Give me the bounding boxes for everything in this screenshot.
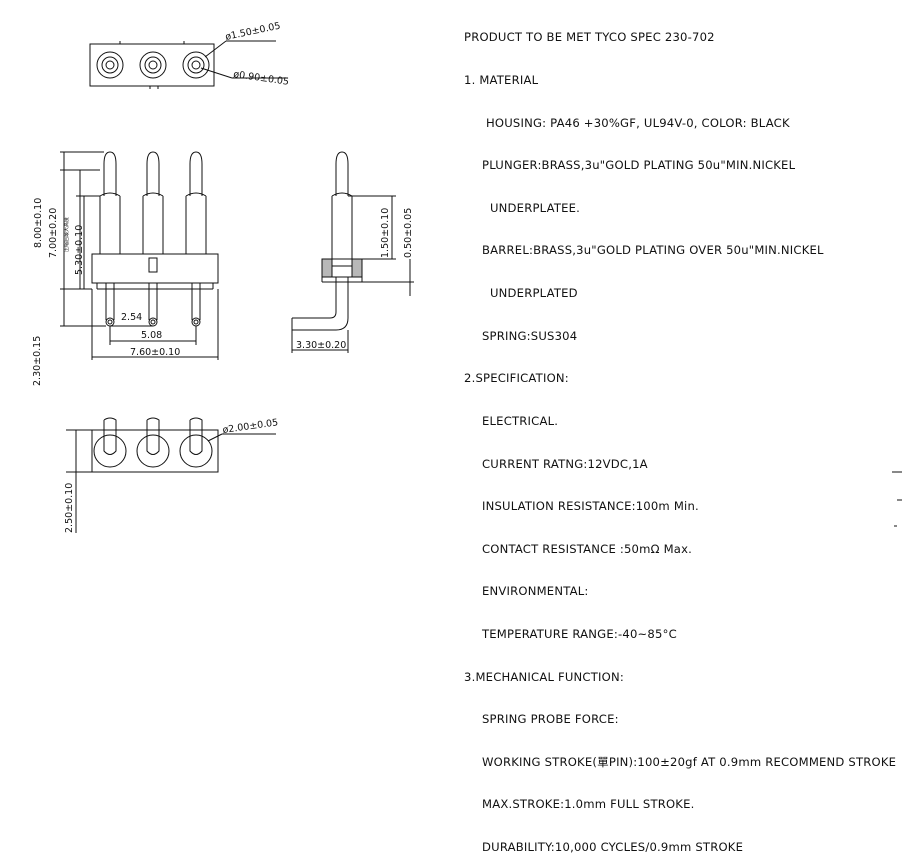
frame-marks bbox=[892, 471, 902, 527]
top-view-hole bbox=[182, 51, 210, 79]
spec-line: UNDERPLATEE. bbox=[490, 200, 581, 215]
spec-heading: 1. MATERIAL bbox=[464, 73, 539, 88]
engineering-drawing: ø1.50±0.05 ø0.90±0.05 bbox=[32, 21, 902, 533]
side-view: 1.50±0.10 0.50±0.05 3.30±0.20 bbox=[291, 151, 414, 353]
dim-bottom-height: 2.50±0.10 bbox=[64, 483, 75, 533]
spec-line: DURABILITY:10,000 CYCLES/0.9mm STROKE bbox=[482, 839, 744, 854]
dim-side-gap: 0.50±0.05 bbox=[403, 208, 414, 258]
dim-height-530: 5.30±0.10 bbox=[74, 225, 85, 275]
top-view: ø1.50±0.05 ø0.90±0.05 bbox=[89, 21, 290, 89]
spec-heading: 3.MECHANICAL FUNCTION: bbox=[464, 669, 624, 684]
spec-heading: 2.SPECIFICATION: bbox=[464, 371, 569, 386]
spec-line: ELECTRICAL. bbox=[482, 413, 559, 428]
front-view-housing bbox=[91, 253, 219, 284]
spec-line: SPRING:SUS304 bbox=[482, 328, 578, 343]
dim-side-tail: 3.30±0.20 bbox=[296, 340, 346, 351]
bottom-view-housing bbox=[91, 429, 219, 473]
dim-overall-height: 8.00±0.10 bbox=[33, 198, 44, 248]
probe-pin bbox=[185, 151, 207, 327]
spec-notes: PRODUCT TO BE MET TYCO SPEC 230-702 1. M… bbox=[464, 2, 902, 868]
dim-height-7: 7.00±0.20 bbox=[48, 208, 59, 258]
spec-line: MAX.STROKE:1.0mm FULL STROKE. bbox=[482, 797, 695, 812]
spec-line: SPRING PROBE FORCE: bbox=[482, 712, 619, 727]
bottom-view-contact bbox=[179, 417, 213, 468]
spec-line: PLUNGER:BRASS,3u"GOLD PLATING 50u"MIN.NI… bbox=[482, 158, 796, 173]
spec-line: BARREL:BRASS,3u"GOLD PLATING OVER 50u"MI… bbox=[482, 243, 824, 258]
spec-line: INSULATION RESISTANCE:100m Min. bbox=[482, 499, 699, 514]
spec-line: UNDERPLATED bbox=[490, 286, 578, 301]
dim-bottom-hole: ø2.00±0.05 bbox=[222, 417, 279, 436]
dim-top-hole-inner: ø0.90±0.05 bbox=[233, 69, 290, 88]
spec-line: CURRENT RATNG:12VDC,1A bbox=[482, 456, 648, 471]
dim-span: 5.08 bbox=[141, 330, 162, 341]
top-view-housing bbox=[89, 43, 215, 87]
bottom-view-contact bbox=[136, 417, 170, 468]
spec-line: HOUSING: PA46 +30%GF, UL94V-0, COLOR: BL… bbox=[486, 115, 790, 130]
top-view-hole bbox=[139, 51, 167, 79]
dim-side-stroke: 1.50±0.10 bbox=[380, 208, 391, 258]
bottom-view: ø2.00±0.05 2.50±0.10 bbox=[64, 417, 279, 533]
front-view: 8.00±0.10 7.00±0.20 压缩后最大高度 5.30±0.10 2.… bbox=[32, 151, 219, 386]
spec-line: CONTACT RESISTANCE :50mΩ Max. bbox=[482, 541, 693, 556]
spec-line: ENVIRONMENTAL: bbox=[482, 584, 589, 599]
spec-line: TEMPERATURE RANGE:-40~85°C bbox=[482, 626, 677, 641]
dim-top-hole-outer: ø1.50±0.05 bbox=[224, 21, 281, 43]
probe-pin bbox=[142, 151, 164, 327]
dim-pitch: 2.54 bbox=[121, 312, 142, 323]
top-view-hole bbox=[96, 51, 124, 79]
bottom-view-contact bbox=[93, 417, 127, 468]
dim-tail-height: 2.30±0.15 bbox=[32, 336, 43, 386]
probe-pin bbox=[99, 151, 121, 327]
spec-line: WORKING STROKE(單PIN):100±20gf AT 0.9mm R… bbox=[482, 754, 897, 769]
spec-title: PRODUCT TO BE MET TYCO SPEC 230-702 bbox=[464, 30, 715, 45]
dim-width: 7.60±0.10 bbox=[130, 347, 180, 358]
dim-compress-note: 压缩后最大高度 bbox=[63, 217, 70, 252]
